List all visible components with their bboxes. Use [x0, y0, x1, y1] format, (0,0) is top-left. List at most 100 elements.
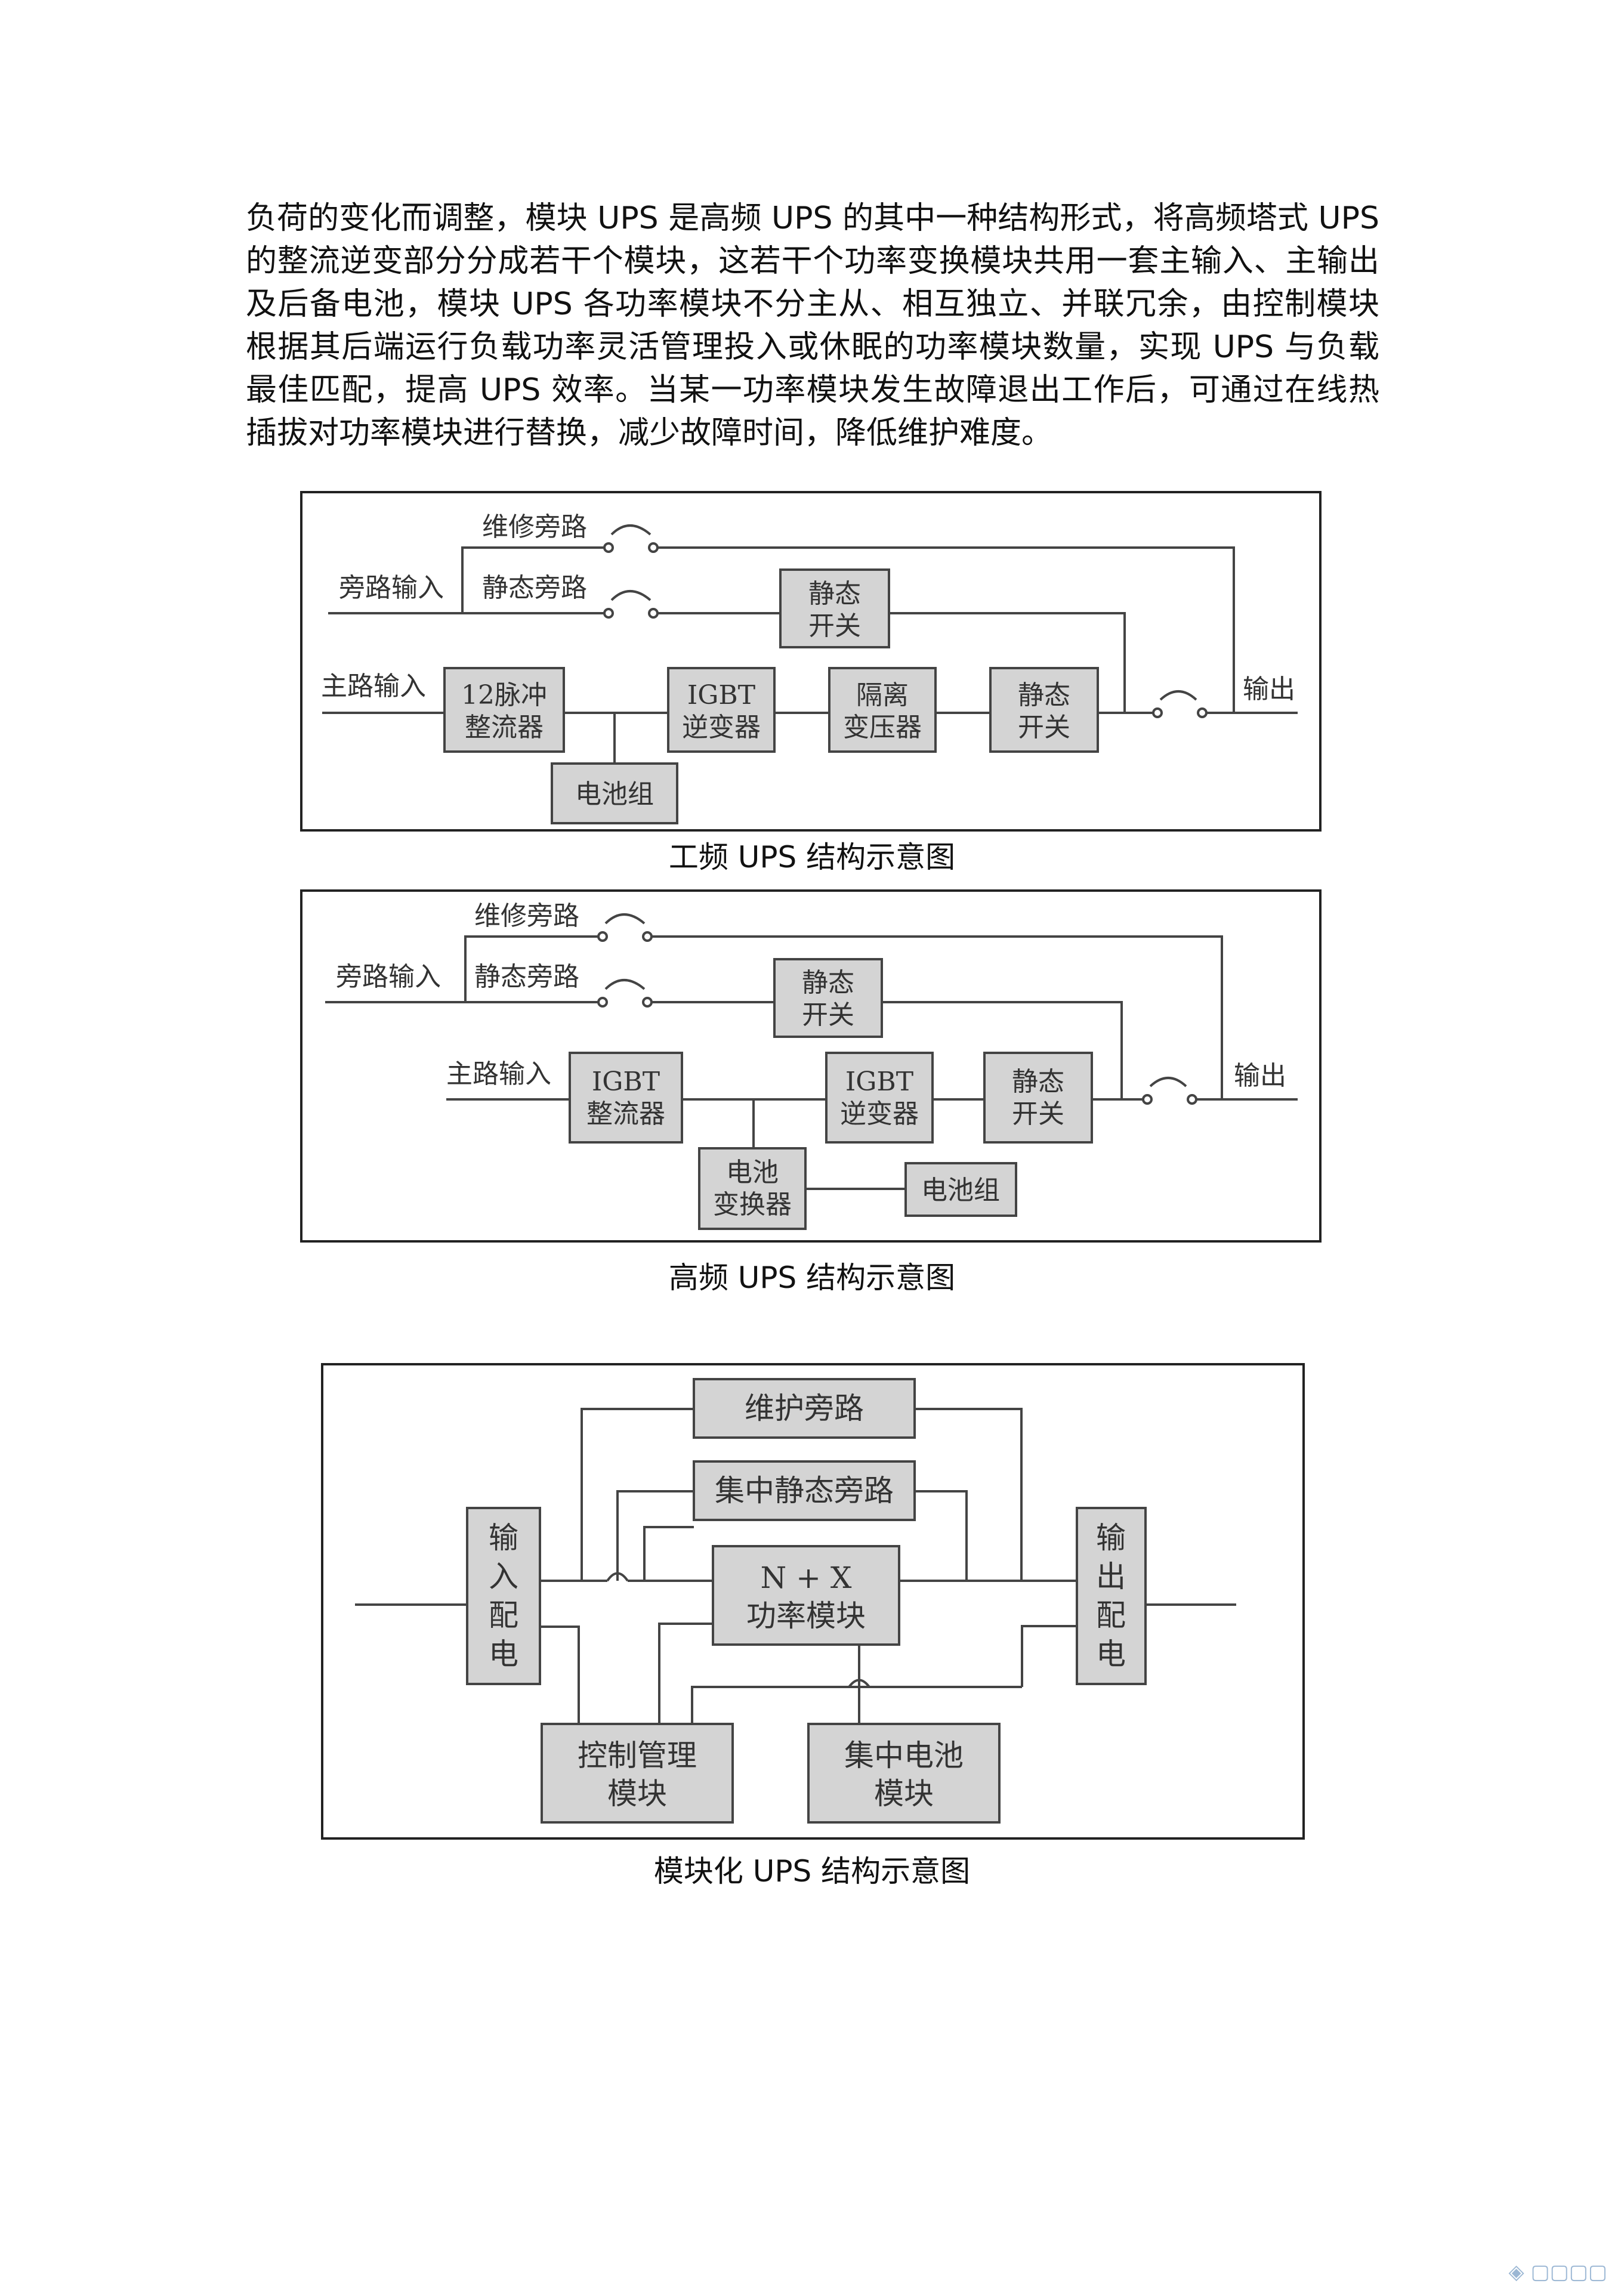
diagram1-static-bypass-label: 静态旁路 [482, 573, 587, 603]
diagram1-frame [300, 491, 1322, 832]
diagram2-static-switch-node-a [597, 997, 608, 1008]
diagram2-maint-bypass-line [652, 935, 1223, 1099]
diagram1-maint-switch-arc [610, 524, 652, 536]
diagram3-battery-module-box [807, 1723, 1001, 1824]
diagram1-output-switch-arc [1159, 690, 1197, 701]
diagram2-static-switch-line1: 静态 [1012, 1067, 1064, 1097]
diagram1-inverter-line2: 逆变器 [682, 712, 761, 743]
diagram2-caption: 高频 UPS 结构示意图 [668, 1260, 956, 1295]
diagram3-output-dist-link [1021, 1625, 1077, 1687]
diagram3-output-dist-char2: 出 [1096, 1559, 1126, 1594]
diagram2-main-input-label: 主路输入 [446, 1059, 551, 1089]
diagram3-crossover-arc [606, 1572, 629, 1582]
diagram2-top-switch-out [882, 1001, 1123, 1099]
diagram2-battery-label: 电池组 [921, 1175, 1000, 1206]
diagram2-static-bypass-label: 静态旁路 [474, 962, 579, 992]
diagram2-maint-switch-arc [604, 913, 646, 925]
diagram3-static-bypass-left [616, 1490, 694, 1581]
diagram1-rectifier-box [443, 667, 565, 753]
diagram2-static-switch-top-box [773, 958, 883, 1038]
diagram1-transformer-line2: 变压器 [843, 712, 922, 743]
diagram3-control-bypass-link [643, 1526, 694, 1581]
diagram2-bypass-input-label: 旁路输入 [336, 962, 441, 992]
diagram1-inverter-box [667, 667, 776, 753]
diagram1-output-label: 输出 [1243, 674, 1295, 704]
diagram1-static-switch-box [989, 667, 1099, 753]
diagram1-static-switch-line1: 静态 [1018, 680, 1070, 710]
diagram3-control-battery-link [691, 1645, 860, 1724]
diagram3-frame [321, 1363, 1305, 1840]
diagram1-caption: 工频 UPS 结构示意图 [668, 840, 956, 874]
diagram3-battery-module-line1: 集中电池 [844, 1738, 964, 1773]
diagram3-output-dist-char1: 输 [1096, 1521, 1126, 1555]
diagram1-static-switch-node-a [603, 608, 614, 619]
diagram2-inverter-box [825, 1052, 934, 1144]
diagram3-caption: 模块化 UPS 结构示意图 [653, 1854, 971, 1889]
diagram1-static-switch-top-line1: 静态 [808, 579, 861, 609]
diagram3-battery-module-line2: 模块 [874, 1776, 934, 1811]
diagram1-rectifier-line2: 整流器 [465, 712, 544, 743]
diagram2-output-node-a [1142, 1094, 1153, 1105]
diagram3-control-input-link [540, 1626, 580, 1724]
diagram1-output-node-a [1152, 707, 1163, 718]
diagram3-control-module-line1: 控制管理 [578, 1738, 697, 1773]
diagram2-static-switch-arc [604, 979, 646, 990]
diagram2-battery-converter-box [698, 1147, 807, 1230]
diagram3-output-dist-char3: 配 [1096, 1598, 1126, 1633]
diagram2-rectifier-box [569, 1052, 683, 1144]
diagram2-frame [300, 889, 1322, 1243]
diagram3-power-module-box [712, 1545, 900, 1646]
diagram3-control-module-link [658, 1623, 713, 1724]
diagram1-main-input-label: 主路输入 [321, 671, 426, 702]
diagram3-maint-bypass-box [693, 1378, 916, 1439]
diagram2-static-switch-top-line2: 开关 [802, 1000, 854, 1030]
diagram3-input-dist-char2: 入 [489, 1559, 518, 1594]
diagram1-rectifier-line1: 12脉冲 [461, 680, 547, 710]
diagram2-maint-bypass-label: 维修旁路 [474, 901, 579, 931]
diagram1-battery-label: 电池组 [575, 779, 654, 809]
diagram1-bypass-input-wire [328, 546, 606, 614]
diagram1-bypass-input-label: 旁路输入 [339, 573, 444, 603]
diagram3-power-module-line2: 功率模块 [746, 1599, 866, 1633]
diagram1-static-switch-arc [610, 590, 652, 601]
diagram1-maint-switch-node-a [603, 542, 614, 553]
diagram3-maint-bypass-right [915, 1408, 1023, 1581]
diagram1-static-switch-top-line2: 开关 [808, 611, 861, 641]
diagram1-transformer-box [828, 667, 937, 753]
diagram1-battery-box [551, 762, 678, 824]
diagram2-output-switch-arc [1149, 1077, 1187, 1087]
diagram2-static-switch-line2: 开关 [1012, 1099, 1064, 1129]
diagram2-battery-box [904, 1162, 1017, 1217]
diagram3-maint-bypass-label: 维护旁路 [745, 1391, 864, 1426]
diagram2-inverter-line2: 逆变器 [840, 1099, 919, 1129]
diagram2-rectifier-line1: IGBT [592, 1067, 660, 1097]
diagram3-maint-bypass-left [581, 1408, 694, 1581]
body-paragraph: 负荷的变化而调整，模块 UPS 是高频 UPS 的其中一种结构形式，将高频塔式 … [246, 200, 1379, 451]
diagram2-bypass-input-wire [325, 935, 600, 1003]
diagram1-static-switch-line2: 开关 [1018, 712, 1070, 743]
diagram3-control-module-box [541, 1723, 734, 1824]
watermark-logo: ◈ ▢▢▢▢ [1508, 2260, 1607, 2284]
diagram3-static-bypass-label: 集中静态旁路 [715, 1473, 894, 1508]
diagram2-battery-converter-line2: 变换器 [713, 1189, 792, 1220]
diagram3-input-dist-box [466, 1507, 541, 1685]
diagram3-output-dist-char4: 电 [1096, 1637, 1126, 1671]
diagram3-input-dist-char4: 电 [489, 1637, 518, 1671]
diagram3-control-module-line2: 模块 [607, 1776, 667, 1811]
diagram1-transformer-line1: 隔离 [856, 680, 909, 710]
diagram1-maint-bypass-label: 维修旁路 [482, 512, 587, 542]
diagram3-bottom-crossover [848, 1679, 870, 1688]
diagram3-output-dist-box [1076, 1507, 1147, 1685]
diagram2-static-switch-box [983, 1052, 1093, 1144]
diagram3-input-dist-char1: 输 [489, 1521, 518, 1555]
diagram2-maint-switch-node-a [597, 931, 608, 942]
diagram2-output-label: 输出 [1234, 1061, 1286, 1091]
diagram3-input-dist-char3: 配 [489, 1598, 518, 1633]
diagram2-battery-converter-line1: 电池 [726, 1157, 779, 1188]
diagram2-static-switch-top-line1: 静态 [802, 968, 854, 998]
diagram1-inverter-line1: IGBT [687, 680, 755, 710]
diagram2-inverter-line1: IGBT [845, 1067, 913, 1097]
